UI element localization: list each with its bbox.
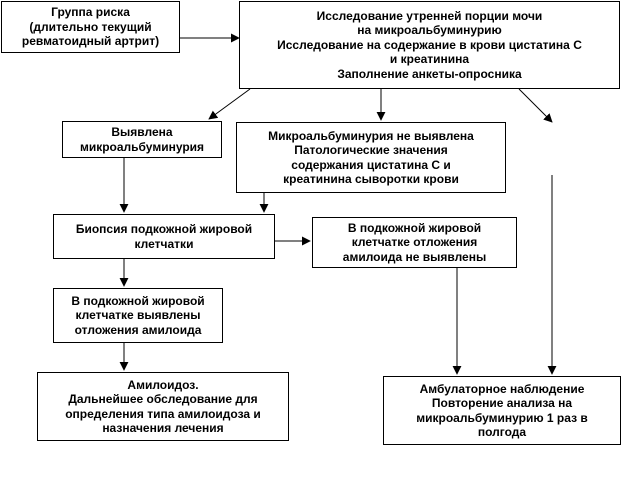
arrow-urine-to-right <box>518 88 553 123</box>
amyloid-found-line-1: В подкожной жировой <box>71 293 205 308</box>
biopsy-line-1: Биопсия подкожной жировой <box>75 222 253 236</box>
amyloid-found-line-2: клетчатке выявлены <box>75 308 201 323</box>
risk-group-line-2: (длительно текущий <box>29 19 152 34</box>
risk-group-line-1: Группа риска <box>51 5 130 20</box>
outpatient-line-4: полгода <box>477 425 527 439</box>
outpatient-line-3: микроальбуминурию 1 раз в <box>416 410 588 425</box>
amyloid-not-found-line-3: амилоида не выявлены <box>342 249 487 264</box>
mau-not-found-line-4: креатинина сыворотки крови <box>283 172 459 186</box>
morning-urine-line-5: Заполнение анкеты-опросника <box>337 66 522 81</box>
morning-urine-line-3: Исследование на содержание в крови циста… <box>277 37 582 52</box>
amyloid-not-found-box: В подкожной жировой клетчатке отложения … <box>312 217 517 268</box>
outpatient-box: Амбулаторное наблюдение Повторение анали… <box>383 376 621 445</box>
amyloid-found-line-3: отложения амилоида <box>74 322 202 337</box>
amyloid-found-box: В подкожной жировой клетчатке выявлены о… <box>53 288 223 343</box>
amyloid-not-found-line-1: В подкожной жировой <box>347 220 482 235</box>
mau-found-line-2: микроальбуминурия <box>79 139 205 154</box>
amyloid-not-found-line-2: клетчатке отложения <box>351 235 478 250</box>
outpatient-line-1: Амбулаторное наблюдение <box>419 381 585 396</box>
amyloidosis-line-3: определения типа амилоидоза и <box>65 406 261 421</box>
morning-urine-line-2: на микроальбуминурию <box>357 23 502 38</box>
mau-found-line-1: Выявлена <box>111 125 173 139</box>
amyloidosis-box: Амилоидоз. Дальнейшее обследование для о… <box>37 372 289 441</box>
morning-urine-line-4: и креатинина <box>389 52 470 67</box>
amyloidosis-line-1: Амилоидоз. <box>127 377 199 392</box>
arrow-urine-to-mau-found <box>208 88 251 120</box>
mau-not-found-box: Микроальбуминурия не выявлена Патологиче… <box>236 122 506 193</box>
biopsy-line-2: клетчатки <box>134 236 194 251</box>
mau-not-found-line-2: Патологические значения <box>294 143 448 157</box>
risk-group-line-3: ревматоидный артрит) <box>21 34 160 49</box>
mau-not-found-line-1: Микроальбуминурия не выявлена <box>268 128 474 143</box>
outpatient-line-2: Повторение анализа на <box>431 396 573 410</box>
mau-not-found-line-3: содержания цистатина С и <box>291 157 451 172</box>
mau-found-box: Выявлена микроальбуминурия <box>62 121 222 158</box>
morning-urine-box: Исследование утренней порции мочи на мик… <box>239 1 620 89</box>
amyloidosis-line-2: Дальнейшее обследование для <box>68 392 258 406</box>
biopsy-box: Биопсия подкожной жировой клетчатки <box>53 214 275 259</box>
morning-urine-line-1: Исследование утренней порции мочи <box>316 8 543 23</box>
risk-group-box: Группа риска (длительно текущий ревматои… <box>1 1 180 53</box>
amyloidosis-line-4: назначения лечения <box>102 421 224 435</box>
